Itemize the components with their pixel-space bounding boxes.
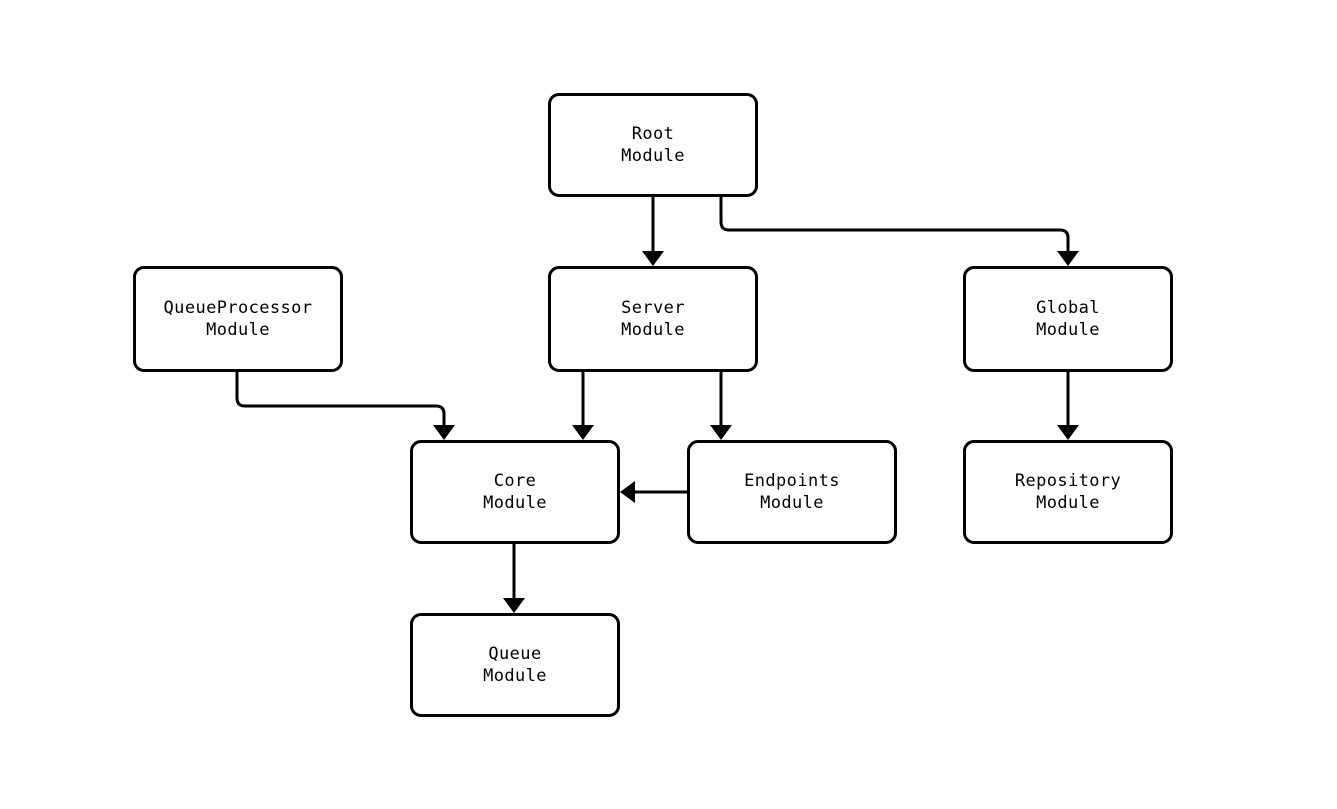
node-label-secondary: Module — [206, 320, 270, 340]
edge-queueprocessor-to-core — [235, 372, 455, 440]
node-label-secondary: Module — [483, 666, 547, 686]
node-label-primary: QueueProcessor — [163, 298, 313, 318]
edge-endpoints-to-core — [620, 481, 687, 503]
edge-root-to-global — [719, 197, 1079, 266]
node-label-primary: Repository — [1014, 471, 1122, 491]
edge-arrowhead — [433, 425, 455, 440]
edge-line — [719, 197, 1070, 256]
node-label-secondary: Module — [760, 493, 824, 513]
edge-arrowhead — [620, 481, 635, 503]
edge-arrowhead — [1057, 425, 1079, 440]
edge-root-to-server — [642, 197, 664, 266]
edge-server-to-endpoints — [710, 372, 732, 440]
node-label-secondary: Module — [621, 146, 685, 166]
node-label-primary: Queue — [488, 644, 542, 664]
node-label-secondary: Module — [1036, 320, 1100, 340]
edge-arrowhead — [572, 425, 594, 440]
node-label-secondary: Module — [621, 320, 685, 340]
edge-arrowhead — [710, 425, 732, 440]
edge-global-to-repository — [1057, 372, 1079, 440]
node-label-primary: Global — [1036, 298, 1100, 318]
node-label-primary: Server — [621, 298, 685, 318]
node-label-secondary: Module — [483, 493, 547, 513]
edge-line — [235, 372, 446, 430]
edge-core-to-queue — [503, 544, 525, 613]
edge-server-to-core — [572, 372, 594, 440]
edge-arrowhead — [642, 251, 664, 266]
node-label-primary: Core — [493, 471, 537, 491]
node-label-secondary: Module — [1036, 493, 1100, 513]
node-label-primary: Root — [631, 124, 675, 144]
edge-arrowhead — [503, 598, 525, 613]
node-label-primary: Endpoints — [744, 471, 840, 491]
edge-arrowhead — [1057, 251, 1079, 266]
